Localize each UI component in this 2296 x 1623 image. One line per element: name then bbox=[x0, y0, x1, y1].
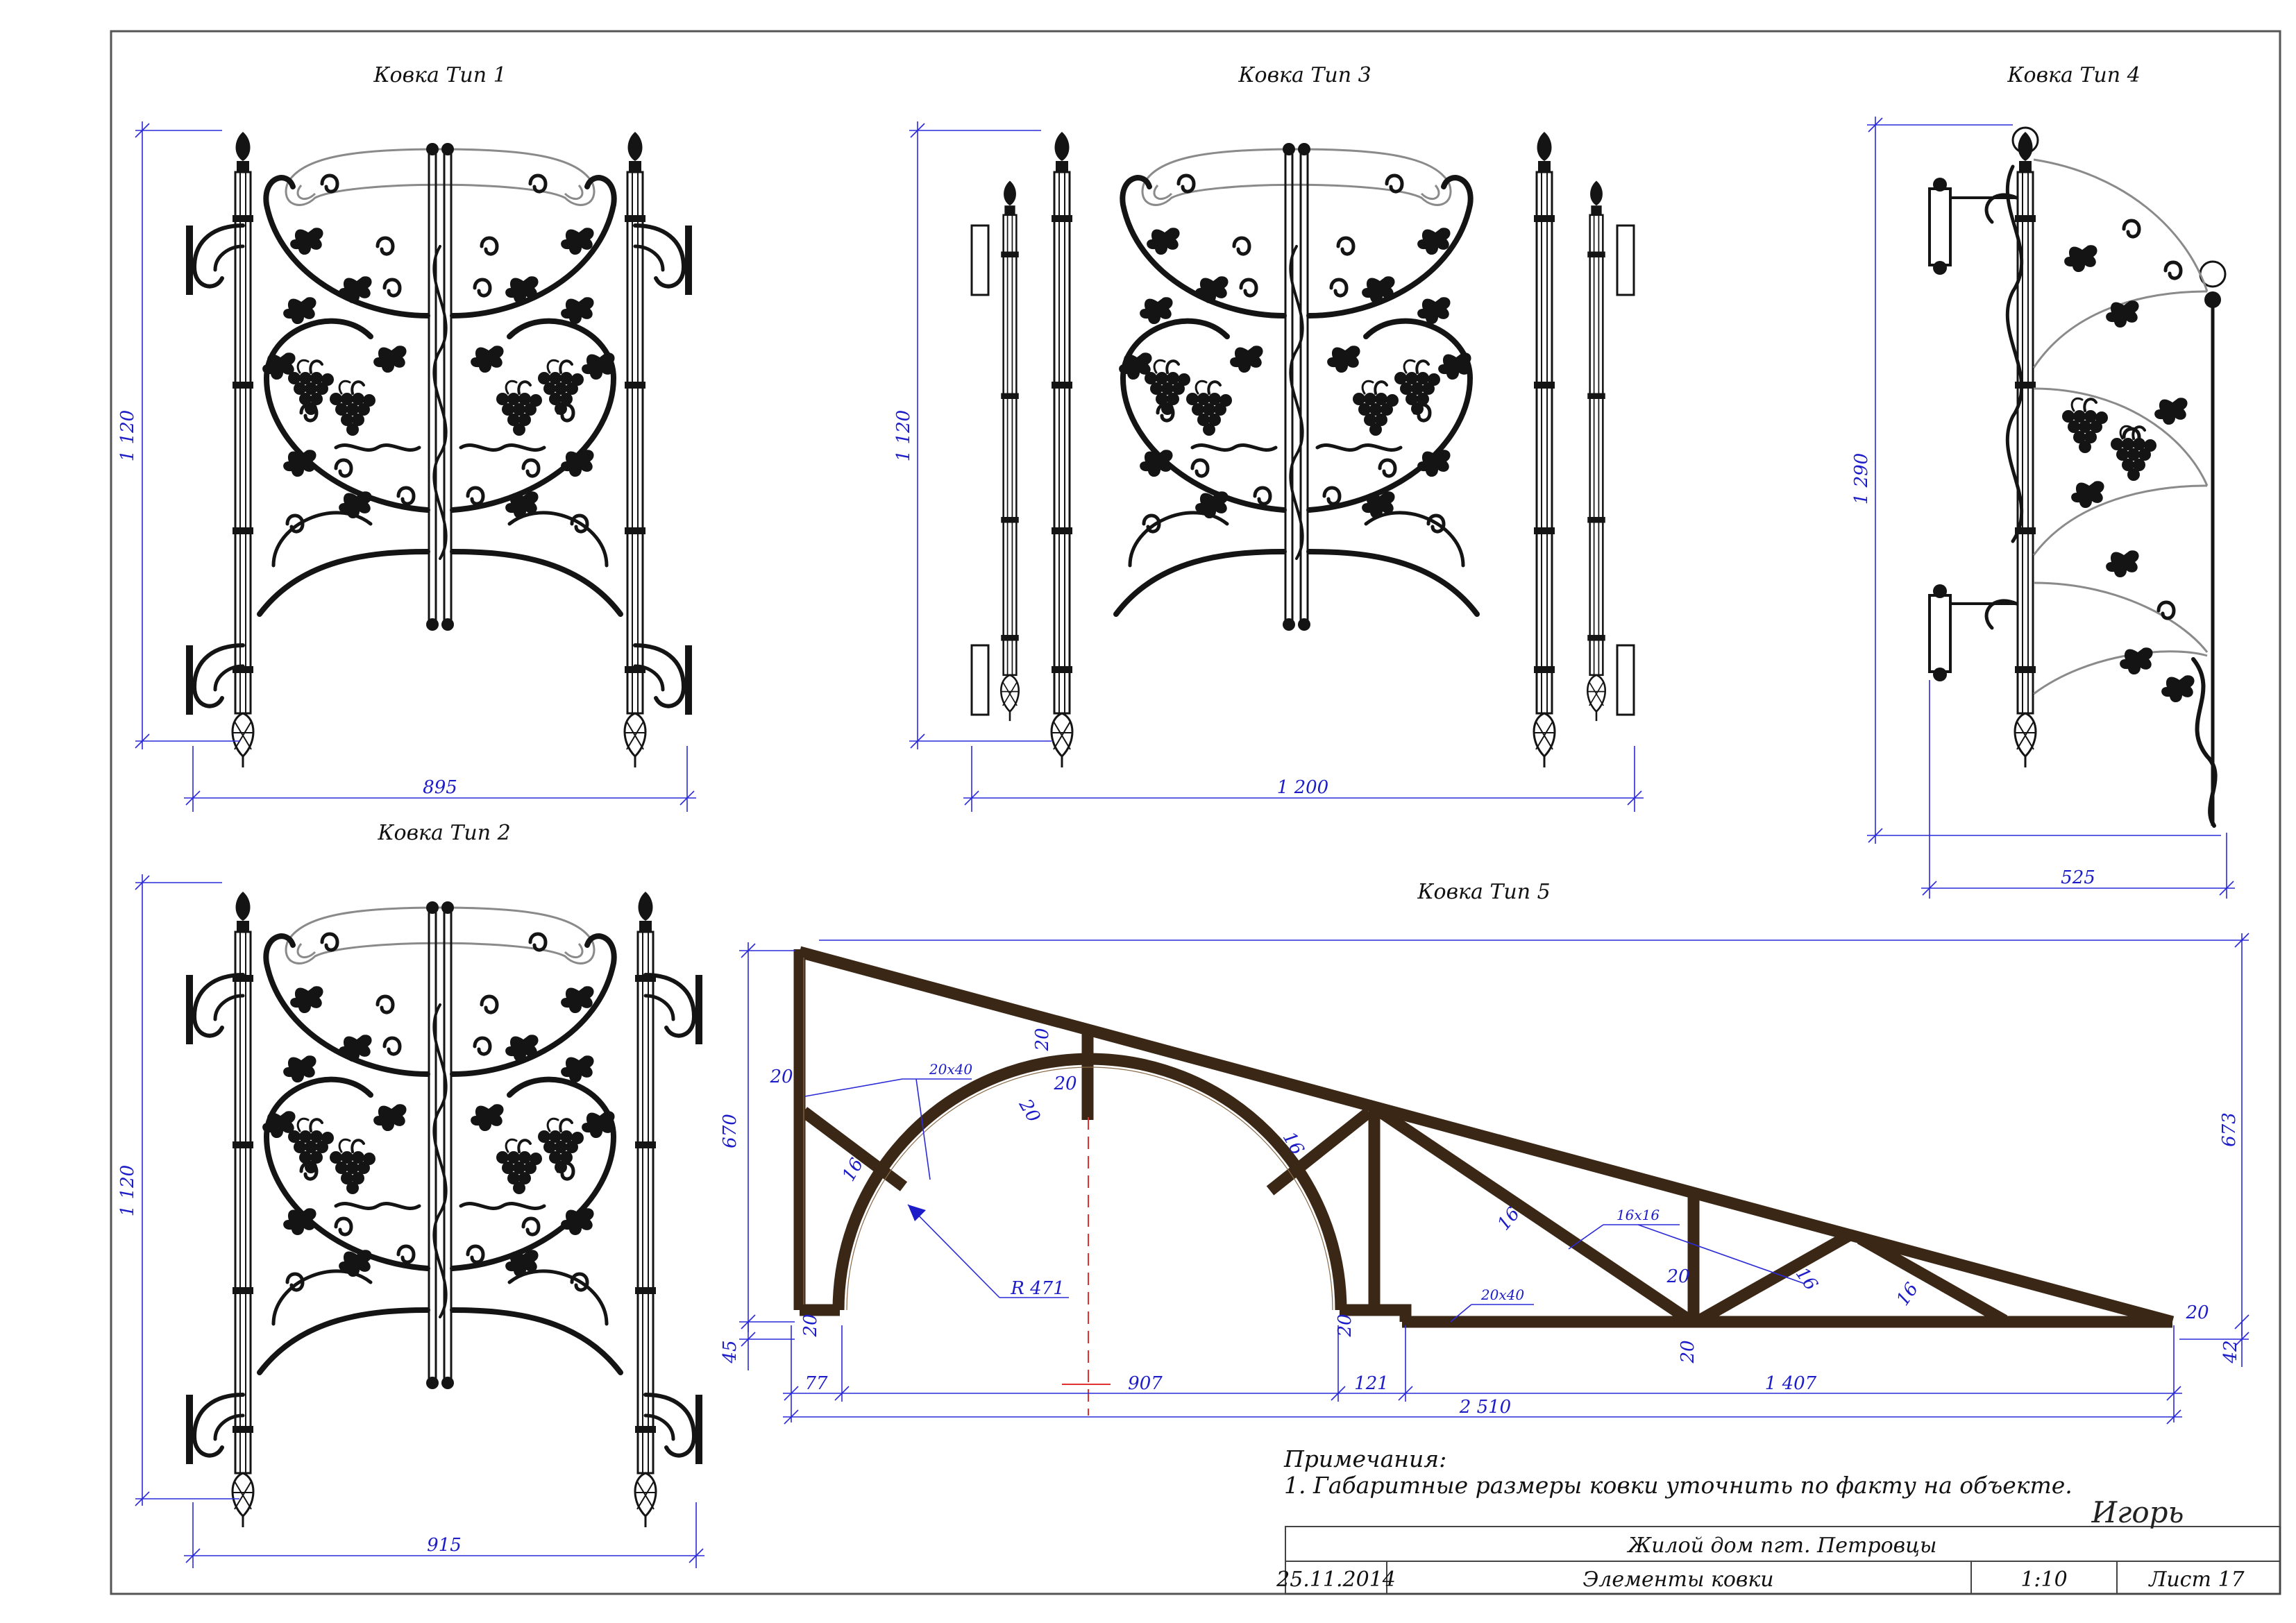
type5-seg-907: 907 bbox=[1128, 1373, 1163, 1394]
type5-left-height: 670 bbox=[720, 1114, 741, 1148]
type4-title: Ковка Тип 4 bbox=[2007, 63, 2140, 87]
type5-dim-20-i: 20 bbox=[2185, 1302, 2209, 1323]
type5-leaders bbox=[804, 1078, 1805, 1323]
type5-radius: R 471 bbox=[1010, 1278, 1064, 1299]
type5-dim-20-b: 20 bbox=[1032, 1028, 1053, 1051]
type5-total: 2 510 bbox=[1459, 1397, 1511, 1418]
notes-line-1: 1. Габаритные размеры ковки уточнить по … bbox=[1284, 1472, 2073, 1499]
stamp-date: 25.11.2014 bbox=[1276, 1567, 1396, 1592]
type5-seg-77: 77 bbox=[804, 1373, 828, 1394]
type4-width-label: 525 bbox=[2061, 867, 2095, 888]
stamp-name: Элементы ковки bbox=[1582, 1567, 1773, 1592]
type5-dim-20-c: 20 bbox=[1053, 1073, 1077, 1094]
type3-dims bbox=[909, 121, 1644, 812]
type5-dim-20-d: 20 bbox=[1014, 1095, 1044, 1126]
type5-title: Ковка Тип 5 bbox=[1417, 880, 1550, 904]
type2-dims bbox=[135, 874, 704, 1568]
sheet-frame bbox=[110, 30, 2281, 1595]
type2-drawing bbox=[186, 890, 702, 1529]
type4-dims bbox=[1867, 117, 2235, 899]
type5-dim-20-e: 20 bbox=[800, 1314, 821, 1337]
type4-height-label: 1 290 bbox=[1851, 453, 1872, 504]
type1-title: Ковка Тип 1 bbox=[373, 63, 506, 87]
title-block bbox=[1285, 1526, 2281, 1595]
type1-width-label: 895 bbox=[423, 777, 457, 798]
type5-base-left: 45 bbox=[720, 1340, 741, 1363]
type5-dim-20-h: 20 bbox=[1678, 1340, 1698, 1363]
type5-dim-20-g: 20 bbox=[1666, 1266, 1689, 1287]
type5-seg-121: 121 bbox=[1354, 1373, 1389, 1394]
type5-profile-16x16: 16x16 bbox=[1617, 1207, 1660, 1223]
type5-dim-20-a: 20 bbox=[769, 1067, 793, 1087]
stamp-project: Жилой дом пгт. Петровцы bbox=[1627, 1533, 1937, 1558]
type4-drawing bbox=[1928, 126, 2227, 828]
type5-profile-20x40-a: 20x40 bbox=[929, 1061, 972, 1078]
type5-dim-20-f: 20 bbox=[1335, 1314, 1356, 1337]
stamp-sheet-no: Лист 17 bbox=[2147, 1567, 2245, 1592]
type5-profile-20x40-b: 20x40 bbox=[1480, 1286, 1524, 1303]
signature: Игорь bbox=[2091, 1495, 2184, 1529]
type5-base-right: 42 bbox=[2220, 1340, 2241, 1363]
type1-dims bbox=[135, 121, 696, 812]
type3-drawing bbox=[970, 130, 1635, 769]
type3-width-label: 1 200 bbox=[1277, 777, 1328, 798]
type5-radius-leader bbox=[907, 1204, 1069, 1298]
type1-height-label: 1 120 bbox=[117, 410, 138, 461]
type2-title: Ковка Тип 2 bbox=[377, 821, 510, 845]
type5-dim-16-e: 16 bbox=[1893, 1279, 1923, 1309]
type5-dims bbox=[739, 933, 2249, 1425]
type3-title: Ковка Тип 3 bbox=[1238, 63, 1371, 87]
stamp-scale: 1:10 bbox=[2020, 1567, 2067, 1592]
type2-height-label: 1 120 bbox=[117, 1165, 138, 1216]
type2-width-label: 915 bbox=[427, 1535, 462, 1556]
type5-right-height: 673 bbox=[2219, 1112, 2240, 1147]
notes-heading: Примечания: bbox=[1283, 1445, 1446, 1472]
type5-drawing bbox=[793, 946, 2175, 1328]
type3-height-label: 1 120 bbox=[893, 410, 914, 461]
type5-seg-1407: 1 407 bbox=[1765, 1373, 1817, 1394]
type1-drawing bbox=[186, 130, 692, 769]
